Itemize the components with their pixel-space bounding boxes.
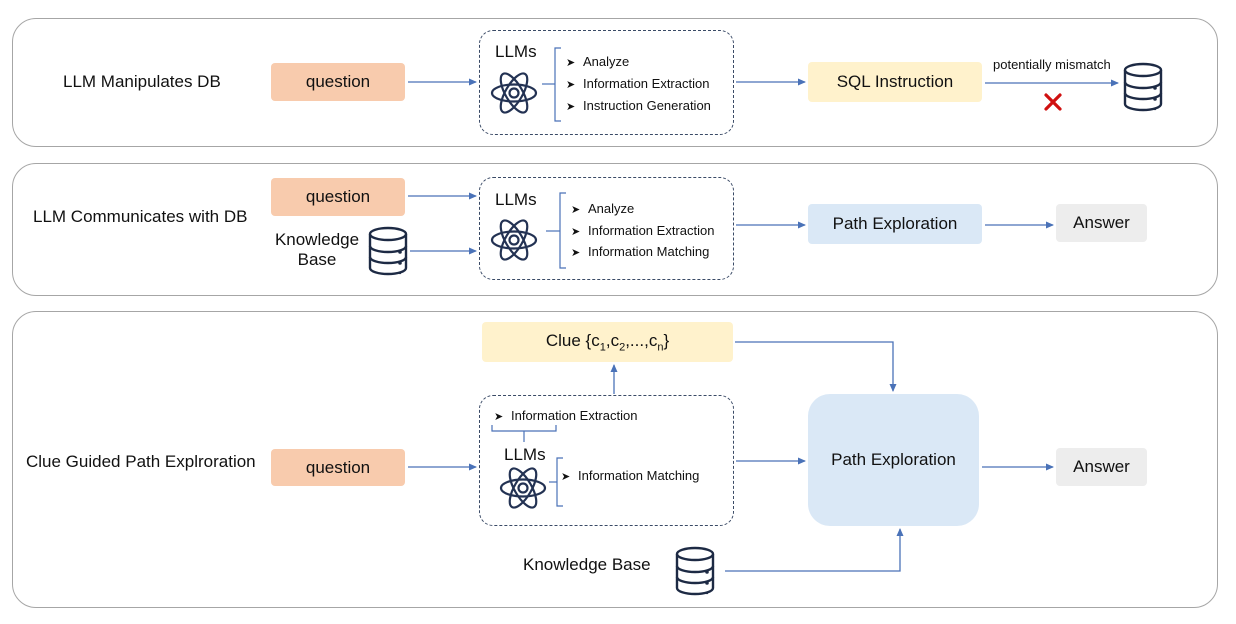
- arrow-bullet-icon: ➤: [494, 411, 504, 423]
- panel1-mismatch-label: potentially mismatch: [993, 57, 1111, 72]
- panel3-llm-box: [479, 395, 734, 526]
- panel3-title: Clue Guided Path Explroration: [26, 452, 256, 471]
- panel2-llm-title: LLMs: [495, 190, 537, 209]
- arrow-bullet-icon: ➤: [566, 79, 576, 91]
- atom-icon: [489, 68, 539, 118]
- panel3-clue-text: Clue {c1,c2,...,cn}: [545, 330, 670, 354]
- arrow-bullet-icon: ➤: [561, 471, 571, 483]
- panel3-clue-box: Clue {c1,c2,...,cn}: [482, 322, 733, 362]
- panel2-question-box: question: [271, 178, 405, 216]
- panel1-item-generation: ➤Instruction Generation: [566, 98, 711, 113]
- arrow-bullet-icon: ➤: [566, 101, 576, 113]
- panel2-item-matching: ➤Information Matching: [571, 244, 710, 259]
- panel2-path-exploration-box: Path Exploration: [808, 204, 982, 244]
- cross-icon: [1043, 92, 1063, 112]
- panel3-llm-title: LLMs: [504, 445, 546, 464]
- panel2-knowledge-base-label: Knowledge Base: [274, 230, 360, 269]
- arrow-bullet-icon: ➤: [571, 226, 581, 238]
- panel2-title: LLM Communicates with DB: [33, 207, 248, 226]
- panel3-answer-box: Answer: [1056, 448, 1147, 486]
- atom-icon: [498, 463, 548, 513]
- panel3-path-exploration-box: Path Exploration: [808, 394, 979, 526]
- panel3-item-extraction: ➤Information Extraction: [494, 408, 638, 423]
- database-icon: [368, 226, 408, 276]
- panel1-llm-box: [479, 30, 734, 135]
- arrow-bullet-icon: ➤: [566, 57, 576, 69]
- atom-icon: [489, 215, 539, 265]
- panel3-knowledge-base-label: Knowledge Base: [523, 555, 651, 574]
- database-icon: [675, 546, 715, 596]
- database-icon: [1123, 62, 1163, 112]
- panel1-item-extraction: ➤Information Extraction: [566, 76, 710, 91]
- panel1-title: LLM Manipulates DB: [63, 72, 221, 91]
- panel1-question-box: question: [271, 63, 405, 101]
- panel2-llm-box: [479, 177, 734, 280]
- panel2-item-analyze: ➤Analyze: [571, 201, 635, 216]
- arrow-bullet-icon: ➤: [571, 204, 581, 216]
- panel1-sql-instruction-box: SQL Instruction: [808, 62, 982, 102]
- arrow-bullet-icon: ➤: [571, 247, 581, 259]
- panel1-item-analyze: ➤Analyze: [566, 54, 630, 69]
- panel-llm-communicates-db: [12, 163, 1218, 296]
- panel2-item-extraction: ➤Information Extraction: [571, 223, 715, 238]
- panel3-question-box: question: [271, 449, 405, 486]
- panel2-answer-box: Answer: [1056, 204, 1147, 242]
- panel1-llm-title: LLMs: [495, 42, 537, 61]
- panel3-item-matching: ➤Information Matching: [561, 468, 700, 483]
